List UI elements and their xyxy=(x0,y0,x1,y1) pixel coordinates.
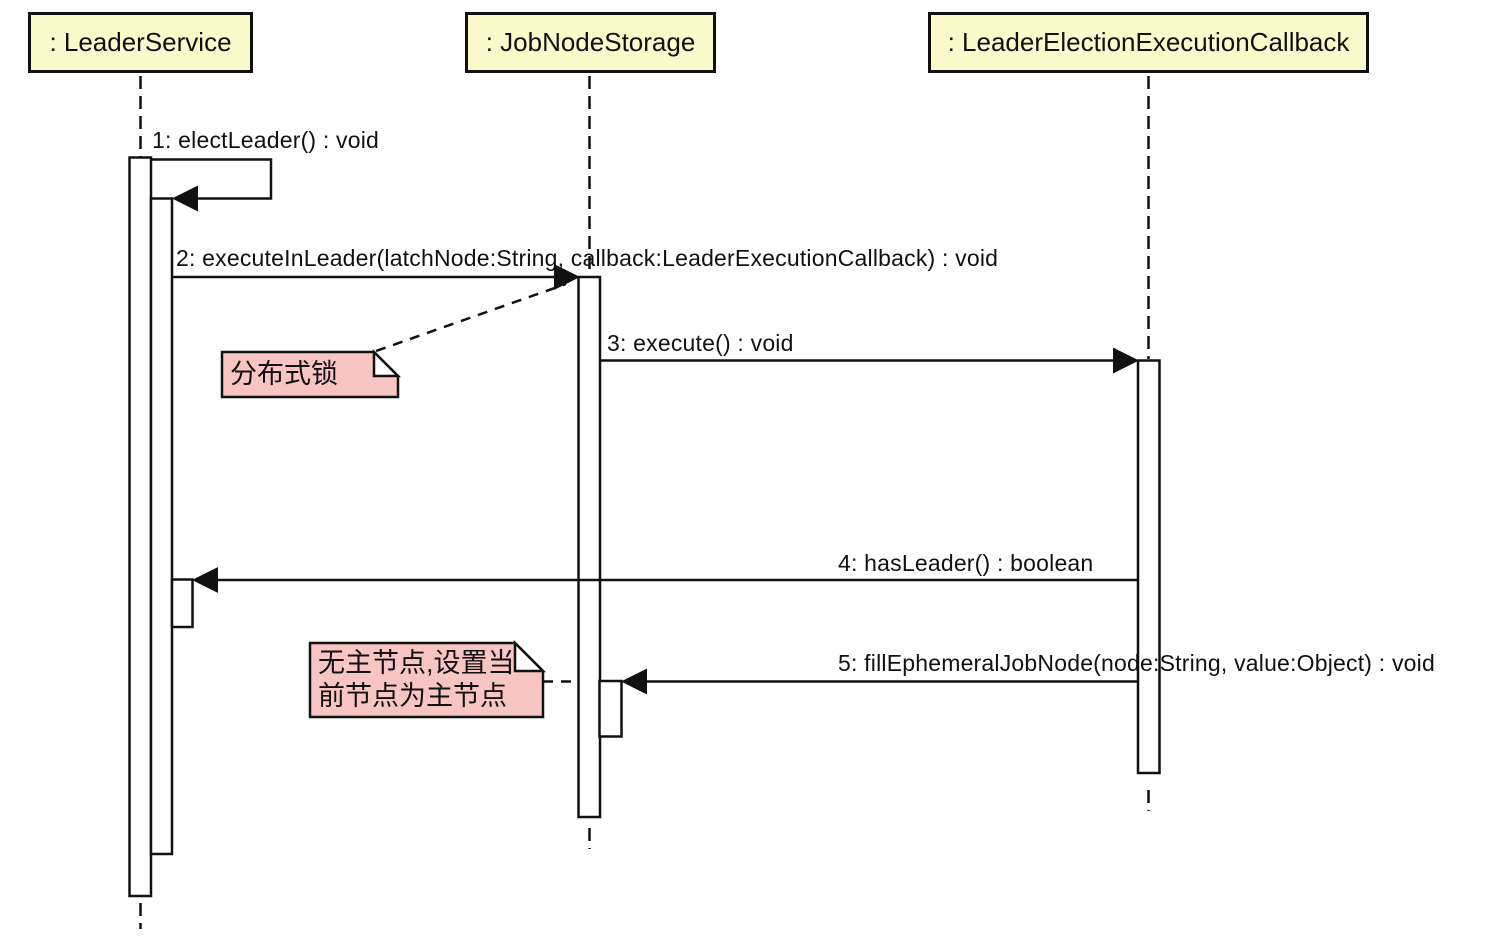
message-2-label: 2: executeInLeader(latchNode:String, cal… xyxy=(176,245,999,271)
message-4-arrowhead-icon xyxy=(192,567,218,593)
note-2-label-line2: 前节点为主节点 xyxy=(318,681,507,711)
activation-leaderservice-outer xyxy=(128,156,153,898)
activation-callback xyxy=(1136,359,1161,775)
activation-leaderservice-msg4 xyxy=(170,578,194,629)
message-5-label: 5: fillEphemeralJobNode(node:String, val… xyxy=(838,650,1435,676)
note-2-body xyxy=(308,641,545,719)
message-1-arrowhead-icon xyxy=(172,185,198,212)
message-1-self-call-line xyxy=(151,158,273,200)
activation-jobnodestorage-msg5 xyxy=(598,679,623,738)
note-1-label: 分布式锁 xyxy=(230,359,338,389)
message-2-arrowhead-icon xyxy=(554,264,580,290)
message-1-label: 1: electLeader() : void xyxy=(152,127,380,153)
note-1-fold-icon xyxy=(372,348,402,378)
lifeline-header-leaderservice: : LeaderService xyxy=(28,12,253,73)
lifeline-header-jobnodestorage: : JobNodeStorage xyxy=(465,12,716,73)
activation-leaderservice-inner xyxy=(149,197,174,856)
note-2-fold-icon xyxy=(513,639,547,673)
message-5-arrowhead-icon xyxy=(621,668,647,695)
message-4-label: 4: hasLeader() : boolean xyxy=(838,550,1094,576)
message-3-label: 3: execute() : void xyxy=(607,330,794,356)
message-3-arrowhead-icon xyxy=(1113,347,1139,374)
lifeline-header-callback: : LeaderElectionExecutionCallback xyxy=(928,12,1369,73)
note-1-body xyxy=(220,350,400,399)
note-2-label: 无主节点,设置当 前节点为主节点 xyxy=(318,647,515,713)
note-1-connector xyxy=(375,282,567,353)
activation-jobnodestorage xyxy=(577,275,602,819)
note-2-label-line1: 无主节点,设置当 xyxy=(318,648,515,678)
